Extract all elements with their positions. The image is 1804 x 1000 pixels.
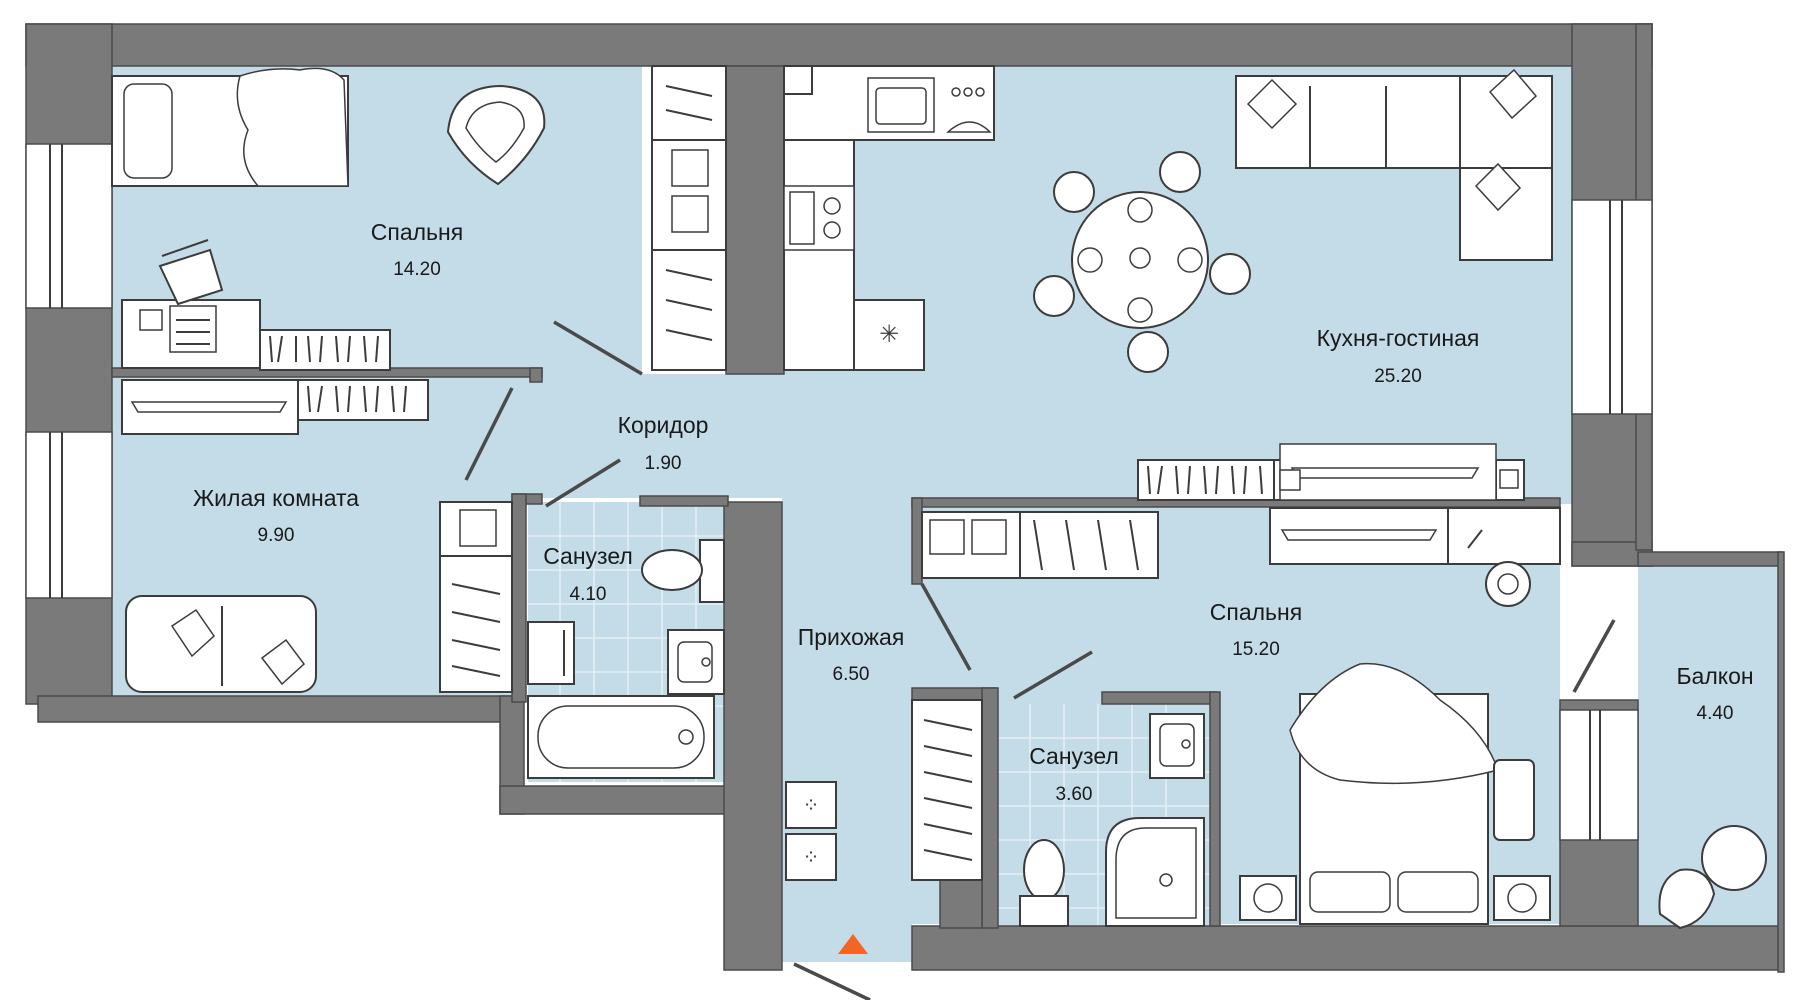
armchair-icon	[446, 84, 546, 186]
svg-text:✳: ✳	[879, 320, 899, 348]
entrance-arrow-icon	[838, 934, 868, 954]
bathtub-icon	[527, 695, 715, 779]
wall-balcony-frame-right	[1777, 551, 1785, 973]
room-name-kitchen-living: Кухня-гостиная	[1317, 325, 1480, 351]
room-area-balcony: 4.40	[1697, 703, 1734, 724]
dining-table-icon	[1033, 151, 1251, 373]
wall-bath1-left	[511, 493, 527, 703]
wall-bath2-left	[981, 687, 999, 929]
room-name-bedroom-1: Спальня	[371, 219, 463, 245]
room-name-hallway: Прихожая	[798, 624, 905, 650]
svg-text:⁘: ⁘	[803, 845, 820, 869]
room-area-bedroom-1: 14.20	[393, 259, 441, 280]
desk-2-icon	[1269, 507, 1561, 565]
wall-bath2-right	[1209, 691, 1221, 927]
window-kitchen	[1571, 199, 1653, 415]
sink-icon	[667, 629, 725, 695]
room-name-bathroom-2: Санузел	[1029, 743, 1119, 769]
room-area-living-room: 9.90	[258, 525, 295, 546]
furniture-kitchen: ✳	[783, 65, 1553, 501]
toilet-icon	[641, 539, 725, 603]
nightstand-right-icon	[1493, 875, 1551, 921]
tv-stand-icon	[121, 379, 299, 435]
balcony-table-icon	[1701, 825, 1767, 891]
room-labels: Спальня 14.20 Жилая комната 9.90 Коридор…	[193, 219, 1754, 805]
furniture-bathroom-2	[1019, 713, 1205, 927]
room-area-bedroom-2: 15.20	[1232, 639, 1280, 660]
window-balcony	[1559, 709, 1639, 841]
door-bedroom-2	[920, 583, 972, 671]
wall-bath1-bottom	[499, 785, 729, 815]
svg-text:⁘: ⁘	[803, 793, 820, 817]
desk-icon	[121, 299, 261, 369]
furniture-balcony	[1658, 825, 1767, 930]
door-bedroom-1	[553, 320, 643, 376]
nightstand-left-icon	[1239, 875, 1297, 921]
wall-left	[25, 23, 113, 705]
wall-bath2-notch	[939, 879, 983, 929]
window-bedroom-1	[25, 143, 113, 309]
sofa-icon	[125, 595, 317, 693]
furniture-bedroom-2	[1239, 507, 1561, 925]
furniture-bathroom-1	[527, 539, 725, 779]
wall-bath2-top-right	[1101, 691, 1217, 705]
wall-bottom-left	[37, 695, 513, 723]
wall-hallway-left	[723, 501, 783, 971]
shower-icon	[1105, 817, 1205, 927]
room-name-living-room: Жилая комната	[193, 485, 359, 511]
door-balcony	[1572, 619, 1616, 693]
wardrobe-icon	[651, 65, 727, 371]
room-name-bedroom-2: Спальня	[1210, 599, 1302, 625]
room-area-corridor: 1.90	[645, 453, 682, 474]
washing-machine-icon	[527, 621, 575, 685]
desk-chair-icon	[1485, 561, 1531, 607]
furniture-living-room	[121, 379, 513, 693]
kitchen-counter-icon: ✳	[783, 65, 995, 371]
shoe-rack-icon: ⁘ ⁘	[785, 781, 837, 881]
door-living-room	[464, 387, 514, 481]
room-area-bathroom-1: 4.10	[570, 584, 607, 605]
sink-2-icon	[1149, 713, 1205, 779]
tv-unit-icon	[1137, 443, 1525, 501]
hallway-wardrobe-icon	[921, 511, 1159, 579]
closet-bath2-icon	[911, 699, 983, 881]
room-area-bathroom-2: 3.60	[1056, 784, 1093, 805]
door-bathroom-2	[1013, 650, 1093, 700]
bookshelf-icon	[259, 329, 391, 371]
furniture-bedroom-1	[111, 65, 727, 371]
shoe-mat-icon	[1493, 759, 1535, 841]
wall-partition-end	[529, 367, 543, 383]
bookshelf-2-icon	[297, 379, 429, 421]
room-name-bathroom-1: Санузел	[543, 543, 633, 569]
double-bed-icon	[1289, 662, 1499, 925]
wardrobe-2-icon	[439, 501, 513, 693]
room-name-corridor: Коридор	[618, 412, 709, 438]
balcony-chair-icon	[1658, 868, 1716, 930]
floor-hallway	[782, 498, 912, 962]
wall-balcony-frame	[1637, 551, 1783, 567]
wall-bath1-top-right	[639, 495, 729, 507]
wall-kitchen-pillar	[725, 65, 785, 375]
corner-sofa-icon	[1235, 68, 1553, 261]
room-area-kitchen-living: 25.20	[1374, 366, 1422, 387]
room-name-balcony: Балкон	[1676, 663, 1753, 689]
window-living-room	[25, 431, 113, 599]
bed-icon	[111, 67, 349, 187]
door-entrance	[793, 962, 871, 1000]
windows	[25, 143, 1653, 841]
wall-bottom-right	[911, 925, 1783, 971]
room-area-hallway: 6.50	[833, 664, 870, 685]
wall-top	[25, 23, 1653, 67]
doors	[464, 320, 1616, 1000]
wall-kitchen-bedroom2-left	[911, 497, 923, 585]
door-bathroom-1	[545, 458, 621, 508]
chair-icon	[158, 239, 224, 306]
toilet-2-icon	[1019, 839, 1069, 927]
furniture-hallway: ⁘ ⁘	[785, 511, 1159, 954]
